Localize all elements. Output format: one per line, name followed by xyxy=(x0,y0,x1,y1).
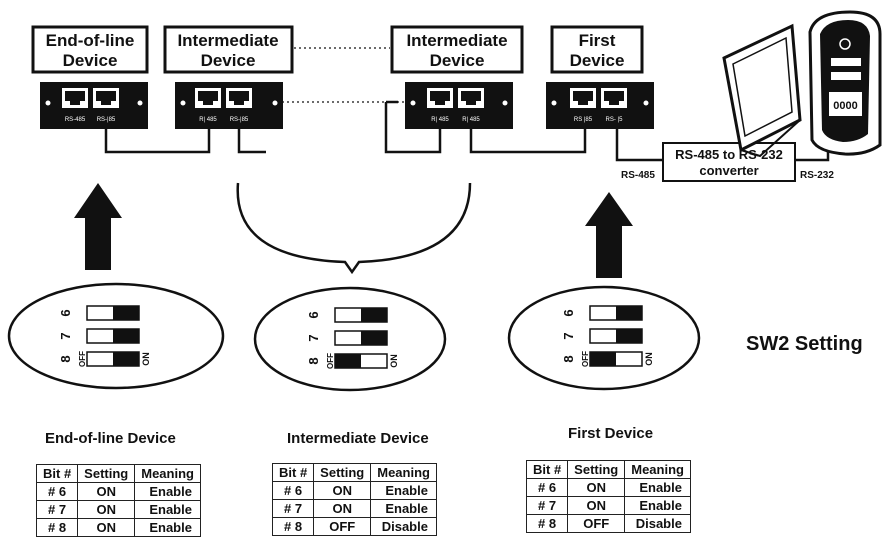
rj45-port-icon xyxy=(601,88,627,108)
svg-text:RS- |5: RS- |5 xyxy=(606,117,624,123)
rj45-port-icon xyxy=(93,88,119,108)
dip-switch-first-device: 6 7 8 OFF ON xyxy=(507,285,701,391)
table-row: # 7 ON Enable xyxy=(35,500,201,519)
end-of-line-device-label: End-of-line Device xyxy=(31,25,149,74)
svg-text:OFF: OFF xyxy=(78,351,87,367)
end-of-line-line1: End-of-line xyxy=(46,31,135,50)
cable-eol-to-intermediate xyxy=(104,129,211,154)
svg-text:ON: ON xyxy=(644,352,654,366)
svg-text:RS-|85: RS-|85 xyxy=(97,117,116,123)
table-row: # 7 ON Enable xyxy=(271,499,437,518)
table-caption-end-of-line: End-of-line Device xyxy=(45,430,176,447)
svg-text:RS-485: RS-485 xyxy=(65,117,86,123)
svg-text:6: 6 xyxy=(306,311,321,318)
table-row: # 6 ON Enable xyxy=(271,481,437,500)
first-device-line1: First xyxy=(579,31,616,50)
settings-table-end-of-line: Bit # Setting Meaning # 6 ON Enable # 7 … xyxy=(35,464,201,537)
end-of-line-panel: RS-485 RS-|85 xyxy=(40,82,148,129)
rs232-label: RS-232 xyxy=(800,170,834,181)
svg-text:8: 8 xyxy=(306,357,321,364)
svg-text:RS |85: RS |85 xyxy=(574,117,593,123)
table-header-row: Bit # Setting Meaning xyxy=(271,463,437,482)
rj45-port-icon xyxy=(458,88,484,108)
svg-text:6: 6 xyxy=(58,309,73,316)
rj45-port-icon xyxy=(62,88,88,108)
table-caption-intermediate: Intermediate Device xyxy=(287,430,429,447)
table-row: # 8 OFF Disable xyxy=(525,514,691,533)
settings-table-first-device: Bit # Setting Meaning # 6 ON Enable # 7 … xyxy=(525,460,691,533)
table-row: # 6 ON Enable xyxy=(525,478,691,497)
intermediate-left-line2: Device xyxy=(201,51,256,70)
svg-text:OFF: OFF xyxy=(326,353,335,369)
rj45-port-icon xyxy=(195,88,221,108)
intermediate-right-line2: Device xyxy=(430,51,485,70)
svg-text:converter: converter xyxy=(699,163,758,178)
svg-text:7: 7 xyxy=(561,332,576,339)
rs485-rs232-converter: RS-485 to RS-232 converter RS-485 RS-232 xyxy=(621,142,834,182)
svg-text:OFF: OFF xyxy=(581,351,590,367)
intermediate-left-line1: Intermediate xyxy=(177,31,278,50)
first-device-panel: RS |85 RS- |5 xyxy=(546,82,654,129)
table-row: # 6 ON Enable xyxy=(35,482,201,501)
settings-table-intermediate: Bit # Setting Meaning # 6 ON Enable # 7 … xyxy=(271,463,437,536)
svg-text:RS-|85: RS-|85 xyxy=(230,117,249,123)
svg-text:7: 7 xyxy=(306,334,321,341)
table-header-row: Bit # Setting Meaning xyxy=(525,460,691,479)
rj45-port-icon xyxy=(427,88,453,108)
up-arrow-icon xyxy=(585,192,633,278)
table-caption-first-device: First Device xyxy=(568,425,654,442)
table-row: # 8 ON Enable xyxy=(35,518,201,537)
svg-text:R| 485: R| 485 xyxy=(431,117,449,123)
svg-text:7: 7 xyxy=(58,332,73,339)
intermediate-device-right-label: Intermediate Device xyxy=(390,25,524,74)
table-row: # 8 OFF Disable xyxy=(271,517,437,536)
svg-text:R| 485: R| 485 xyxy=(462,117,480,123)
intermediate-device-left-label: Intermediate Device xyxy=(163,25,294,74)
dip-switch-end-of-line: 6 7 8 OFF ON xyxy=(7,282,225,390)
svg-text:0000: 0000 xyxy=(833,100,857,112)
svg-text:6: 6 xyxy=(561,309,576,316)
intermediate-right-line1: Intermediate xyxy=(406,31,507,50)
intermediate-right-panel: R| 485 R| 485 xyxy=(405,82,513,129)
end-of-line-line2: Device xyxy=(63,51,118,70)
svg-text:8: 8 xyxy=(58,355,73,362)
rs485-label: RS-485 xyxy=(621,170,655,181)
dip-switch-intermediate: 6 7 8 OFF ON xyxy=(253,286,447,392)
brace-icon xyxy=(236,182,472,275)
computer-icon: 0000 xyxy=(722,10,882,158)
sw2-setting-title: SW2 Setting xyxy=(746,333,863,355)
svg-text:R| 485: R| 485 xyxy=(199,117,217,123)
table-header-row: Bit # Setting Meaning xyxy=(35,464,201,483)
rj45-port-icon xyxy=(570,88,596,108)
bus-cables xyxy=(104,100,830,162)
svg-text:8: 8 xyxy=(561,355,576,362)
up-arrow-icon xyxy=(74,183,122,270)
table-row: # 7 ON Enable xyxy=(525,496,691,515)
svg-text:ON: ON xyxy=(141,352,151,366)
first-device-label: First Device xyxy=(550,25,644,74)
svg-text:RS-485 to RS-232: RS-485 to RS-232 xyxy=(675,147,783,162)
first-device-line2: Device xyxy=(570,51,625,70)
intermediate-left-panel: R| 485 RS-|85 xyxy=(175,82,283,129)
svg-text:ON: ON xyxy=(389,354,399,368)
rj45-port-icon xyxy=(226,88,252,108)
